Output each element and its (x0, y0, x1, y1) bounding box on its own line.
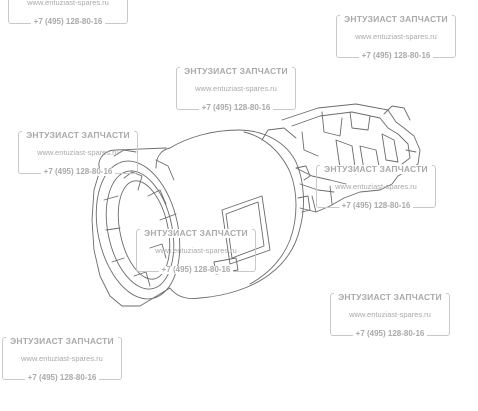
watermark-site: www.entuziast-spares.ru (335, 182, 417, 191)
watermark-title: ЭНТУЗИАСТ ЗАПЧАСТИ (180, 67, 292, 76)
watermark-4: ЭНТУЗИАСТ ЗАПЧАСТИ www.entuziast-spares.… (18, 126, 138, 176)
watermark-phone: +7 (495) 128-80-16 (30, 17, 106, 26)
watermark-6: ЭНТУЗИАСТ ЗАПЧАСТИ www.entuziast-spares.… (136, 224, 256, 274)
watermark-phone: +7 (495) 128-80-16 (158, 265, 234, 274)
watermark-title: ЭНТУЗИАСТ ЗАПЧАСТИ (320, 165, 432, 174)
watermark-title: ЭНТУЗИАСТ ЗАПЧАСТИ (6, 337, 118, 346)
watermark-phone: +7 (495) 128-80-16 (358, 51, 434, 60)
watermark-site: www.entuziast-spares.ru (37, 148, 119, 157)
watermark-site: www.entuziast-spares.ru (27, 0, 109, 7)
watermark-site: www.entuziast-spares.ru (21, 354, 103, 363)
watermark-site: www.entuziast-spares.ru (349, 310, 431, 319)
front-flange (91, 147, 181, 307)
watermark-2: ЭНТУЗИАСТ ЗАПЧАСТИ www.entuziast-spares.… (336, 10, 456, 60)
watermark-site: www.entuziast-spares.ru (155, 246, 237, 255)
watermark-site: www.entuziast-spares.ru (195, 84, 277, 93)
watermark-7: ЭНТУЗИАСТ ЗАПЧАСТИ www.entuziast-spares.… (330, 288, 450, 338)
watermark-phone: +7 (495) 128-80-16 (198, 103, 274, 112)
watermark-phone: +7 (495) 128-80-16 (40, 167, 116, 176)
watermark-1: www.entuziast-spares.ru +7 (495) 128-80-… (8, 0, 128, 26)
mounting-bracket (281, 103, 421, 213)
watermark-5: ЭНТУЗИАСТ ЗАПЧАСТИ www.entuziast-spares.… (316, 160, 436, 210)
watermark-title: ЭНТУЗИАСТ ЗАПЧАСТИ (140, 229, 252, 238)
watermark-title: ЭНТУЗИАСТ ЗАПЧАСТИ (22, 131, 134, 140)
watermark-phone: +7 (495) 128-80-16 (352, 329, 428, 338)
watermark-8: ЭНТУЗИАСТ ЗАПЧАСТИ www.entuziast-spares.… (2, 332, 122, 382)
watermark-title: ЭНТУЗИАСТ ЗАПЧАСТИ (340, 15, 452, 24)
watermark-phone: +7 (495) 128-80-16 (24, 373, 100, 382)
watermark-site: www.entuziast-spares.ru (355, 32, 437, 41)
watermark-3: ЭНТУЗИАСТ ЗАПЧАСТИ www.entuziast-spares.… (176, 62, 296, 112)
watermark-title: ЭНТУЗИАСТ ЗАПЧАСТИ (334, 293, 446, 302)
watermark-phone: +7 (495) 128-80-16 (338, 201, 414, 210)
